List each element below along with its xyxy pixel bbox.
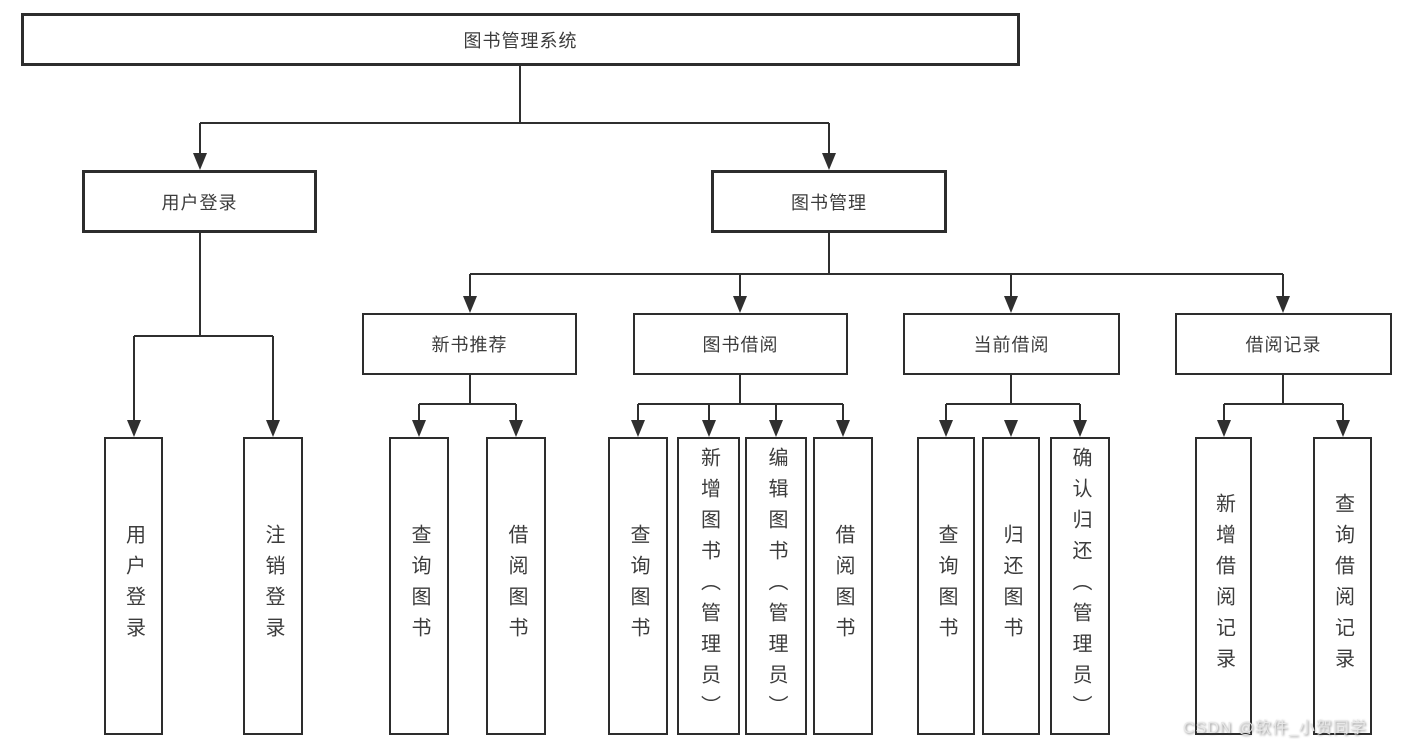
leaf-add-books-admin: 新增图书（管理员）	[677, 437, 740, 735]
leaf-return-books-label: 归还图书	[1000, 524, 1022, 648]
node-current-borrowing: 当前借阅	[903, 313, 1120, 375]
node-book-management-label: 图书管理	[791, 192, 867, 213]
node-book-borrowing: 图书借阅	[633, 313, 848, 375]
leaf-return-books: 归还图书	[982, 437, 1040, 735]
leaf-logout-label: 注销登录	[262, 524, 284, 648]
leaf-query-books-recommend: 查询图书	[389, 437, 449, 735]
csdn-watermark: CSDN @软件_小贺同学	[1183, 720, 1367, 737]
leaf-query-books-recommend-label: 查询图书	[408, 524, 430, 648]
leaf-add-borrow-record-label: 新增借阅记录	[1212, 493, 1235, 679]
leaf-query-books-borrow-label: 查询图书	[627, 524, 649, 648]
node-new-book-recommendation-label: 新书推荐	[431, 335, 508, 355]
leaf-logout: 注销登录	[243, 437, 303, 735]
node-current-borrowing-label: 当前借阅	[973, 335, 1050, 355]
leaf-borrow-books-label: 借阅图书	[832, 524, 854, 648]
node-book-management: 图书管理	[711, 170, 947, 233]
arrowheads	[127, 153, 1350, 437]
leaf-confirm-return-admin-label: 确认归还（管理员）	[1069, 446, 1091, 726]
node-library-system: 图书管理系统	[21, 13, 1020, 66]
leaf-user-login-label: 用户登录	[122, 524, 145, 648]
leaf-borrow-books-recommend-label: 借阅图书	[505, 524, 527, 648]
node-book-borrowing-label: 图书借阅	[702, 335, 779, 355]
node-library-system-label: 图书管理系统	[463, 30, 578, 51]
leaf-query-borrow-record-label: 查询借阅记录	[1331, 493, 1354, 679]
leaf-borrow-books-recommend: 借阅图书	[486, 437, 546, 735]
node-new-book-recommendation: 新书推荐	[362, 313, 577, 375]
leaf-borrow-books: 借阅图书	[813, 437, 873, 735]
leaf-query-books-current: 查询图书	[917, 437, 975, 735]
leaf-query-books-current-label: 查询图书	[935, 524, 957, 648]
node-borrowing-records-label: 借阅记录	[1245, 335, 1322, 355]
leaf-query-borrow-record: 查询借阅记录	[1313, 437, 1372, 735]
leaf-edit-books-admin-label: 编辑图书（管理员）	[765, 446, 787, 726]
leaf-add-borrow-record: 新增借阅记录	[1195, 437, 1252, 735]
node-user-login: 用户登录	[82, 170, 317, 233]
leaf-user-login: 用户登录	[104, 437, 163, 735]
leaf-edit-books-admin: 编辑图书（管理员）	[745, 437, 807, 735]
leaf-confirm-return-admin: 确认归还（管理员）	[1050, 437, 1110, 735]
leaf-query-books-borrow: 查询图书	[608, 437, 668, 735]
node-user-login-label: 用户登录	[161, 192, 238, 213]
node-borrowing-records: 借阅记录	[1175, 313, 1392, 375]
leaf-add-books-admin-label: 新增图书（管理员）	[697, 446, 720, 726]
